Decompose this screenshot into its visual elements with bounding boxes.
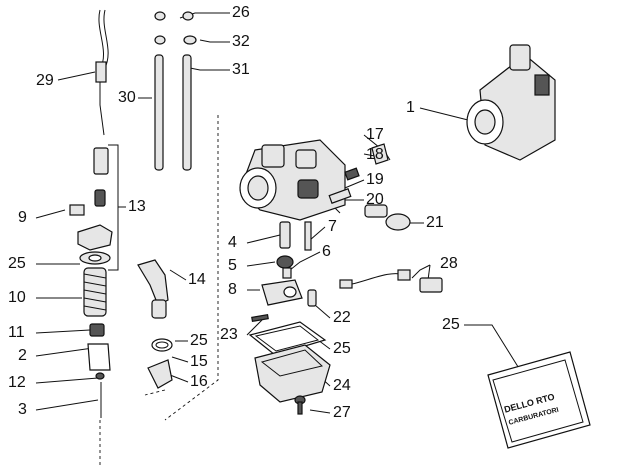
callout-2: 2 (18, 347, 27, 364)
part-29-31-tubes (154, 54, 192, 171)
callout-15: 15 (190, 353, 208, 370)
callout-29: 30 (118, 89, 136, 106)
callout-19: 19 (366, 171, 384, 188)
callout-9: 9 (18, 209, 27, 226)
callout-10: 10 (8, 289, 26, 306)
callout-32: 32 (232, 33, 250, 50)
kit-bag (487, 351, 591, 449)
callout-24: 24 (333, 377, 351, 394)
part-1-carburetor (466, 44, 556, 161)
callout-30: 26 (232, 4, 250, 21)
callout-25-left: 25 (8, 255, 26, 272)
dashed-guides (99, 115, 219, 466)
callout-5: 5 (228, 257, 237, 274)
callout-25-gasket: 25 (333, 340, 351, 357)
callout-8: 8 (228, 281, 237, 298)
callout-27: 28 (440, 255, 458, 272)
callout-13: 13 (128, 198, 146, 215)
callout-25-bag: 25 (442, 316, 460, 333)
callout-31: 31 (232, 61, 250, 78)
part-17-21-screws (328, 143, 411, 231)
callout-21: 21 (426, 214, 444, 231)
callout-17: 17 (366, 126, 384, 143)
callout-6: 6 (322, 243, 331, 260)
float-bowl-assembly (248, 321, 331, 415)
callout-28: 29 (36, 72, 54, 89)
callout-1: 1 (406, 99, 415, 116)
callout-18: 18 (366, 146, 384, 163)
callout-23: 23 (220, 326, 238, 343)
carburetor-body (239, 139, 346, 221)
callout-16: 16 (190, 373, 208, 390)
callout-4: 4 (228, 234, 237, 251)
slide-valve-stack (69, 147, 113, 418)
part-27-wire (339, 269, 443, 293)
part-28-cable (95, 9, 109, 136)
spring-10 (83, 267, 107, 317)
callout-12: 12 (8, 374, 26, 391)
leader-lines (35, 12, 521, 414)
part-14-16-fittings (137, 259, 173, 389)
callout-22: 22 (333, 309, 351, 326)
callout-11: 11 (8, 324, 25, 341)
callout-3: 3 (18, 401, 27, 418)
callout-7: 7 (328, 218, 337, 235)
callout-26: 27 (333, 404, 351, 421)
part-4-8-components (251, 221, 317, 323)
callout-25-mid: 25 (190, 332, 208, 349)
callout-20: 20 (366, 191, 384, 208)
callout-14: 14 (188, 271, 206, 288)
part-30-32-clips (154, 11, 197, 45)
